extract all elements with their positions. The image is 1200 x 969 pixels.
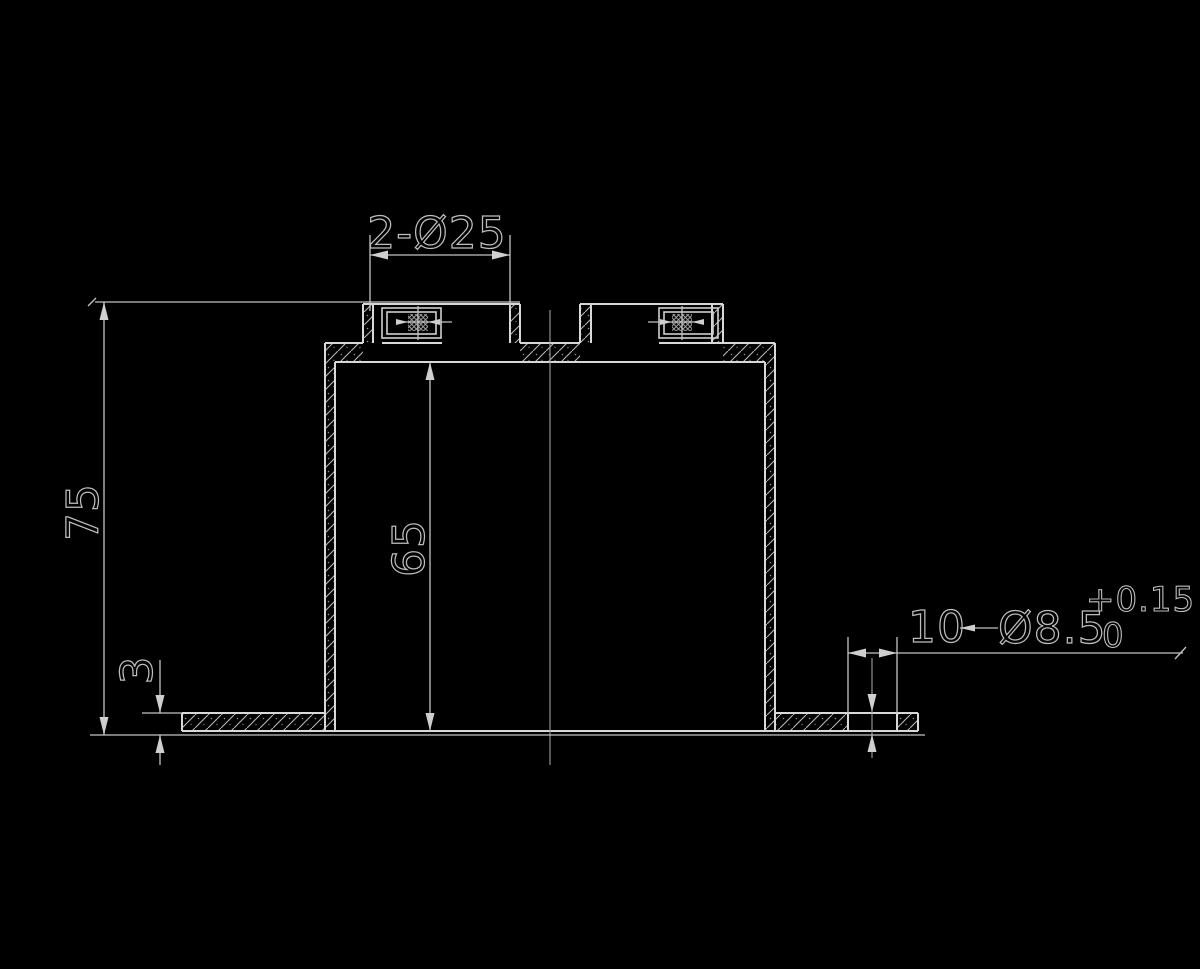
dim-top-holes-arrow-left xyxy=(370,250,388,260)
hatch-right-collar-a xyxy=(580,304,591,343)
hatch-left-collar-a xyxy=(363,304,373,343)
dim-cavity-depth-text: 65 xyxy=(384,519,435,577)
dim-flange-holes-arrow-left xyxy=(848,648,866,658)
dim-flange-thickness-arrow-upper xyxy=(155,695,165,713)
centerlines xyxy=(549,310,877,765)
dim-cavity-depth: 65 xyxy=(383,362,436,731)
dim-flange-thickness-arrow-lower xyxy=(155,735,165,753)
dim-flange-thickness: 3 xyxy=(111,655,182,765)
dim-overall-height-arrow-bottom xyxy=(99,717,109,735)
left-insert-detail xyxy=(381,306,452,340)
dim-overall-height-text: 75 xyxy=(58,483,109,541)
dim-overall-height: 75 xyxy=(57,297,925,736)
dim-flange-thickness-text: 3 xyxy=(112,656,163,685)
left-insert-outer xyxy=(381,307,442,339)
hatch-right-flange-a xyxy=(775,713,848,731)
hatch-left-wall xyxy=(325,343,335,731)
dim-top-holes: 2-Ø25 xyxy=(367,207,511,311)
dim-cavity-depth-arrow-top xyxy=(425,362,435,380)
dim-top-holes-lines xyxy=(369,235,511,311)
hatch-right-wall xyxy=(765,343,775,731)
right-insert-arrows xyxy=(660,319,704,325)
dim-flange-holes-diameter: Ø8.5 xyxy=(998,603,1107,654)
flange-hole-arrows xyxy=(867,694,877,752)
dim-flange-holes-arrow-right xyxy=(879,648,897,658)
hatch-top-plate-left xyxy=(325,343,363,362)
dim-flange-holes: 10 Ø8.5 +0.15 0 xyxy=(847,579,1195,713)
hatch-left-flange xyxy=(182,713,325,731)
dim-top-holes-text: 2-Ø25 xyxy=(367,208,507,259)
right-insert-outer xyxy=(658,307,719,339)
hatch-left-collar-b xyxy=(510,304,520,343)
dim-flange-holes-dash-arrow xyxy=(960,624,975,632)
dim-overall-height-arrow-top xyxy=(99,302,109,320)
dim-flange-holes-lines xyxy=(847,627,1187,713)
right-insert-detail xyxy=(648,306,719,340)
dim-cavity-depth-arrow-bottom xyxy=(425,713,435,731)
dim-flange-holes-tol-upper: +0.15 xyxy=(1086,580,1195,620)
left-insert-arrows xyxy=(396,319,440,325)
dim-top-holes-arrow-right xyxy=(492,250,510,260)
dim-flange-holes-tol-lower: 0 xyxy=(1102,616,1125,656)
hatch-top-plate-right xyxy=(723,343,765,362)
hatch-right-flange-b xyxy=(897,713,918,731)
dim-overall-height-lines xyxy=(87,297,925,736)
dim-flange-holes-count: 10 xyxy=(908,602,966,653)
